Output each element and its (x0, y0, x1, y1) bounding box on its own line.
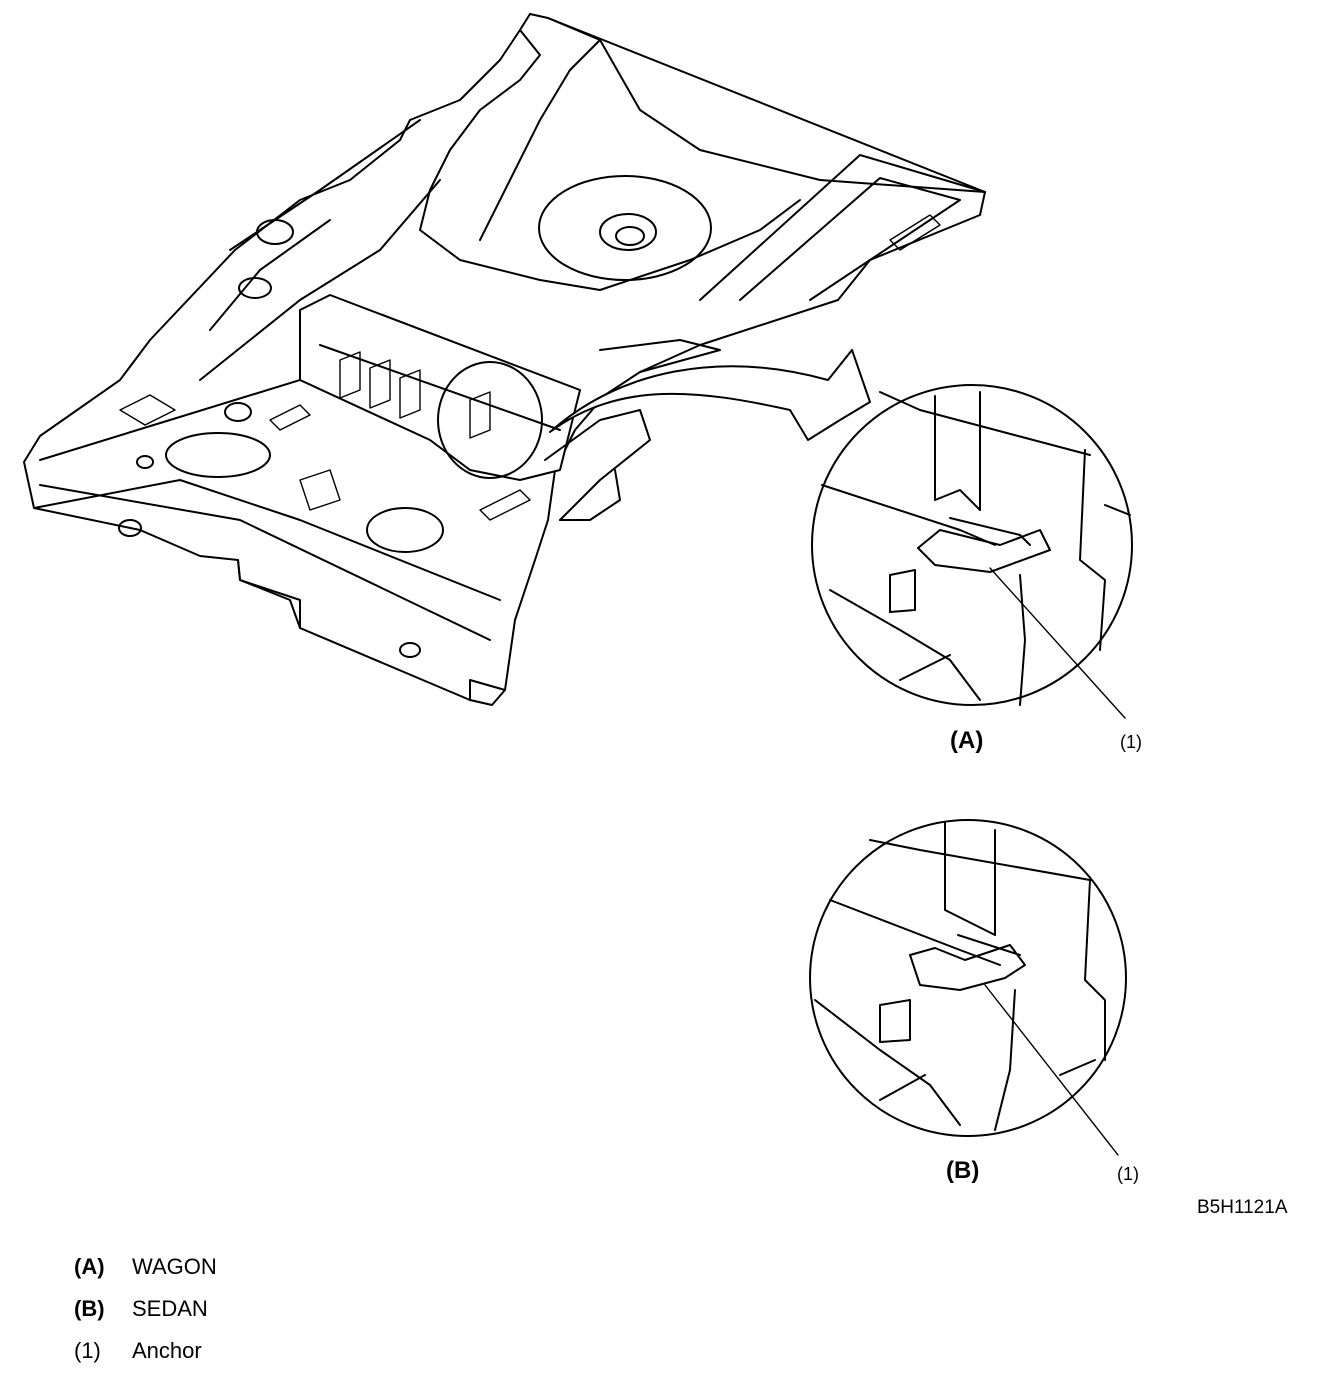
legend-key: (A) (74, 1254, 105, 1279)
legend-text: SEDAN (132, 1296, 208, 1321)
detail-circle-a (811, 384, 1133, 719)
detail-circle-b (809, 819, 1127, 1156)
anchor-a-callout: (1) (1120, 732, 1142, 752)
legend-key: (B) (74, 1296, 105, 1321)
legend-key: (1) (74, 1338, 101, 1363)
legend-row-1: (1) Anchor (74, 1330, 217, 1372)
figure-code: B5H1121A (1197, 1197, 1288, 1218)
legend-text: Anchor (132, 1338, 202, 1363)
floor-pan-illustration (23, 13, 986, 706)
detail-a-label: (A) (950, 727, 983, 754)
legend: (A) WAGON (B) SEDAN (1) Anchor (74, 1246, 217, 1372)
detail-b-label: (B) (946, 1157, 979, 1184)
legend-text: WAGON (132, 1254, 217, 1279)
legend-row-b: (B) SEDAN (74, 1288, 217, 1330)
anchor-b-callout: (1) (1117, 1164, 1139, 1184)
callout-arrow (549, 349, 871, 441)
legend-row-a: (A) WAGON (74, 1246, 217, 1288)
